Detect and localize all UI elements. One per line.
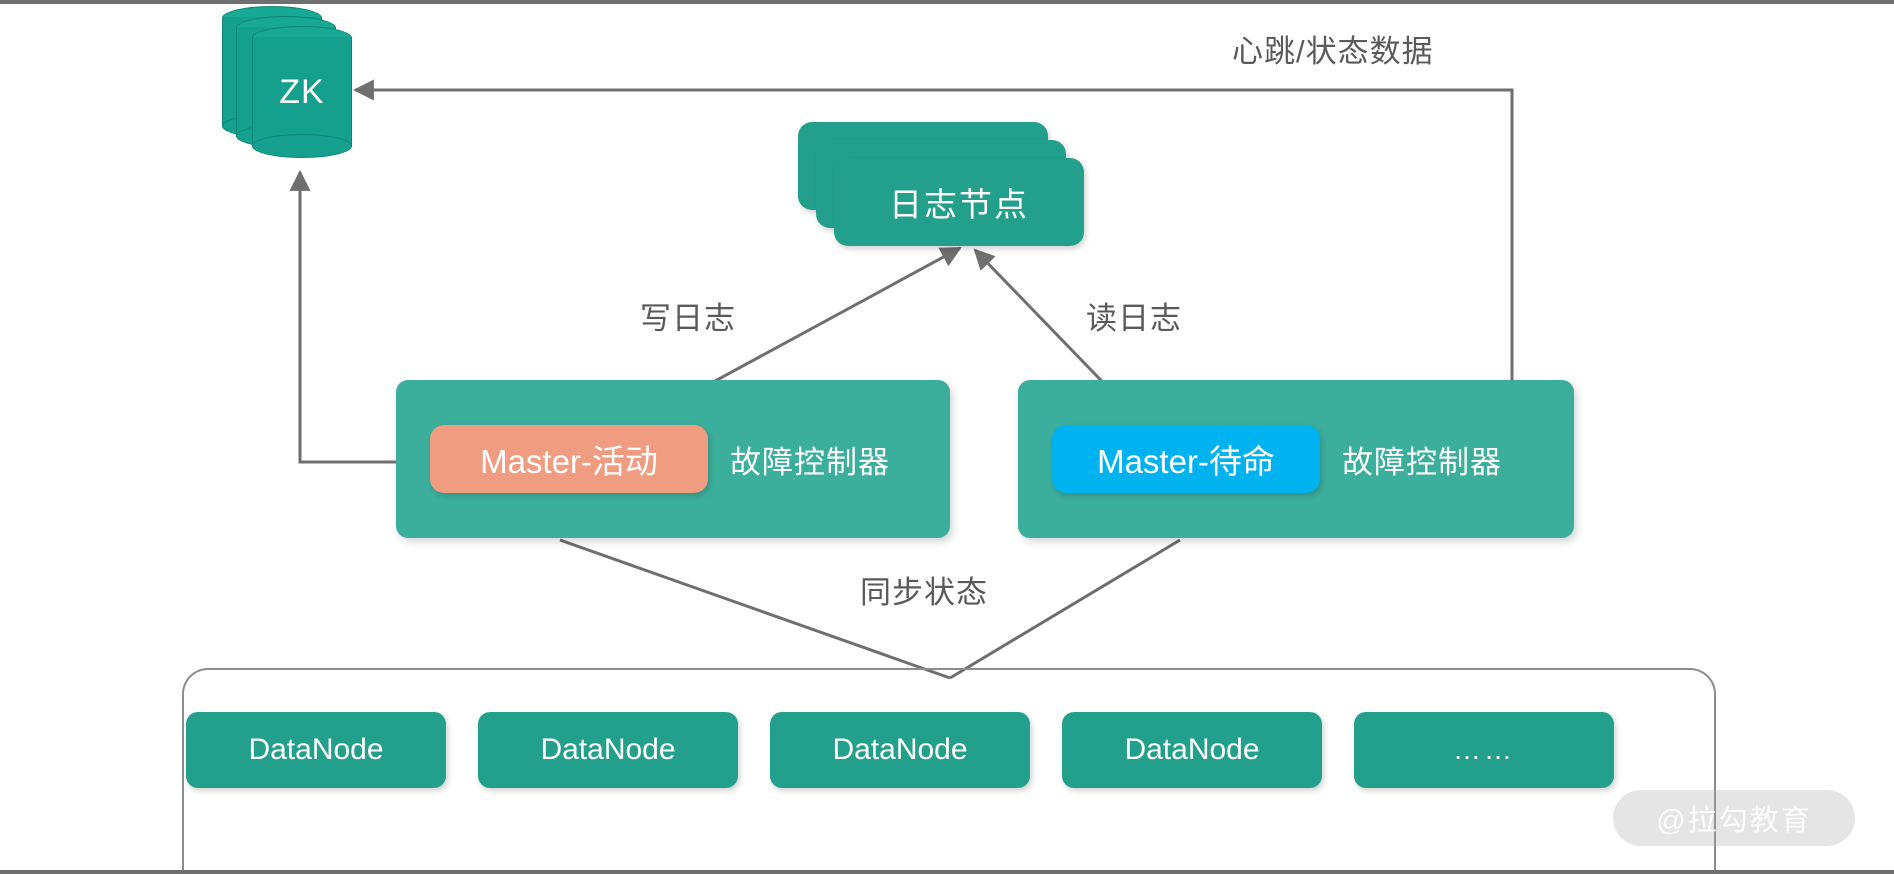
frame-bottom-border [0, 870, 1894, 874]
zk-cylinder-icon [252, 26, 352, 158]
edge-label-sync-state: 同步状态 [860, 575, 988, 610]
journal-card-front: 日志节点 [834, 158, 1084, 246]
edge-master-to-zk-line [289, 169, 396, 464]
watermark-badge: @拉勾教育 [1613, 790, 1855, 846]
edge-label-heartbeat: 心跳/状态数据 [1232, 34, 1434, 69]
master-standby-box[interactable]: Master-待命 故障控制器 [1018, 380, 1574, 538]
master-active-state-badge: Master-活动 [430, 425, 708, 493]
datanode-box[interactable]: DataNode [770, 712, 1030, 788]
edge-label-read-log: 读日志 [1086, 301, 1182, 336]
master-active-role-label: 故障控制器 [730, 444, 890, 480]
master-standby-role-label: 故障控制器 [1342, 444, 1502, 480]
datanode-more-box[interactable]: …… [1354, 712, 1614, 788]
datanode-group-container [182, 668, 1716, 874]
frame-top-border [0, 0, 1894, 4]
master-active-box[interactable]: Master-活动 故障控制器 [396, 380, 950, 538]
journal-node[interactable]: 日志节点 [798, 122, 1098, 250]
datanode-row: DataNode DataNode DataNode DataNode …… [186, 712, 1614, 788]
zookeeper-node[interactable]: ZK [222, 6, 354, 158]
master-standby-state-badge: Master-待命 [1052, 425, 1320, 493]
datanode-box[interactable]: DataNode [478, 712, 738, 788]
journal-node-label: 日志节点 [889, 186, 1029, 223]
zookeeper-label: ZK [279, 72, 325, 111]
edge-label-write-log: 写日志 [640, 301, 736, 336]
datanode-box[interactable]: DataNode [1062, 712, 1322, 788]
datanode-box[interactable]: DataNode [186, 712, 446, 788]
